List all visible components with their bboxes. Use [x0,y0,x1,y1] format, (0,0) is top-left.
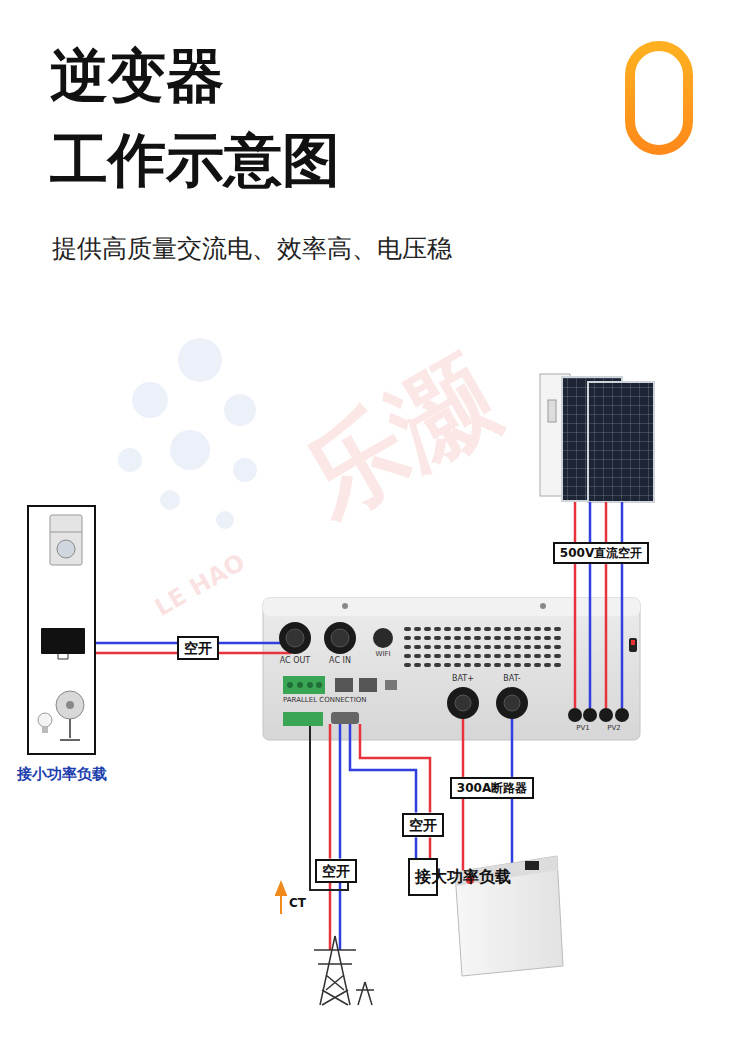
wire [329,740,332,859]
node-text: 300A断路器 [457,780,527,796]
battery-breaker-box: 300A断路器 [450,777,534,799]
dc-breaker-box: 500V直流空开 [553,542,649,564]
wire [415,837,418,858]
port-label: PV2 [607,725,620,733]
power-tower [314,936,374,1005]
port-label: BAT- [503,675,520,684]
wire [350,740,416,813]
port-label: PV1 [576,725,589,733]
watermark: LE HAO [150,548,250,622]
wire [462,740,465,777]
inverter-panel: AC OUT AC IN WIFI PARALLEL CONNECTION BAT+ BA… [263,598,640,740]
node-text: 接大功率负载 [415,868,431,886]
wire [360,740,430,813]
inverter-body [263,598,640,740]
wire [96,642,177,645]
port-label: PARALLEL CONNECTION [283,697,367,705]
wire-pair [575,564,622,598]
wire-pair [96,643,177,653]
wire [511,740,514,777]
orange-ring [630,46,688,150]
subtitle: 提供高质量交流电、效率高、电压稳 [52,232,452,265]
watermark: 乐灏 [280,332,521,549]
wire [96,652,177,655]
node-text: 500V直流空开 [560,545,642,561]
wire [219,642,263,645]
load-box: 接大功率负载 [408,858,438,896]
wire [339,740,342,859]
node-text: 空开 [184,639,212,658]
wire-pair [330,740,340,859]
node-text: 接小功率负载 [17,765,107,784]
wire-pair [463,740,512,777]
wire [621,564,624,598]
port-label: AC OUT [280,657,311,666]
port-label: WIFI [375,651,390,659]
node-text: 空开 [322,862,350,881]
current-arrow [281,888,282,914]
load-group-box: 接小功率负载 [27,505,96,755]
page-title: 逆变器 工作示意图 [50,34,390,202]
load-icons [38,515,85,740]
wire [219,652,263,655]
wire [574,564,577,598]
battery-wires [463,788,512,871]
wire [429,837,432,858]
node-text: 空开 [409,816,437,835]
battery [455,856,563,976]
globe-dots [118,338,257,529]
wire-pair [219,643,263,653]
wire-pair [416,837,430,858]
wire-pair [350,740,430,813]
wire [589,564,592,598]
breaker-box: 空开 [315,859,357,884]
solar-panels [540,374,654,502]
wire [605,564,608,598]
port-label: BAT+ [452,675,474,684]
port-label: AC IN [329,657,351,666]
ct-label: CT [289,896,306,910]
breaker-box: 空开 [177,636,219,661]
breaker-box: 空开 [402,813,444,838]
